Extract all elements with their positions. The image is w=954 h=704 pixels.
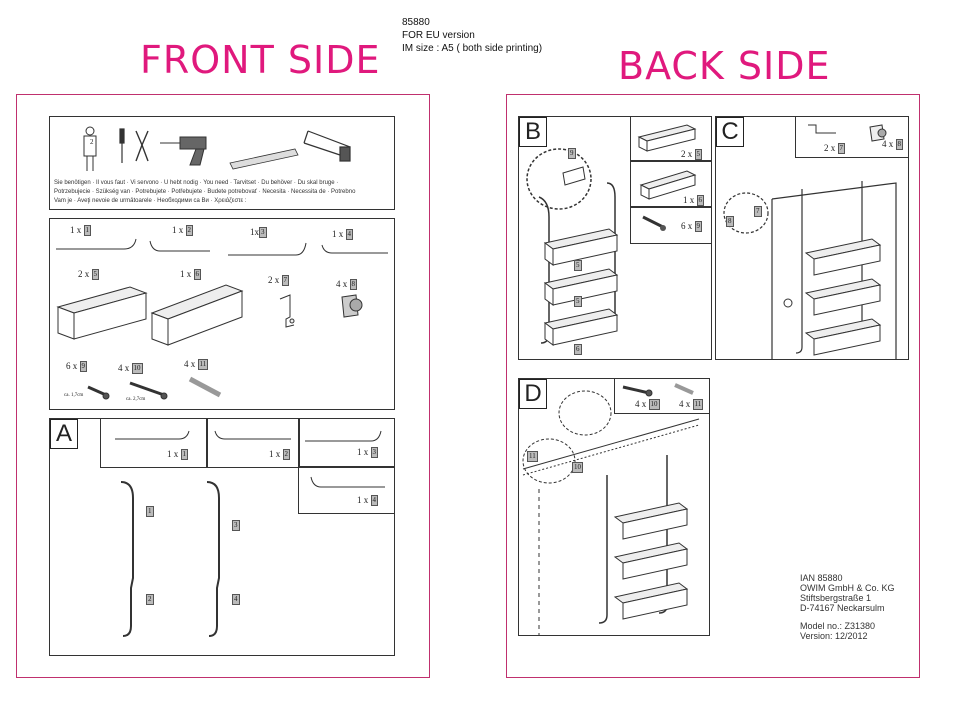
step-c-letter: C [716, 117, 744, 147]
part-label-6: 1 x 6 [180, 269, 201, 281]
step-b-label-9: 9 [568, 148, 576, 160]
screw-dimension-9: ca. 1,7cm [64, 393, 84, 398]
shelf-part-6 [150, 284, 244, 346]
step-a-label-4: 4 [232, 594, 240, 606]
print-meta: 85880 FOR EU version IM size : A5 ( both… [402, 16, 542, 55]
part-label-10: 4 x 10 [118, 363, 143, 375]
front-sheet [16, 94, 430, 678]
back-side-title: BACK SIDE [618, 44, 831, 88]
pliers-icon [135, 130, 149, 162]
step-d-items: 4 x 10 4 x 11 [614, 378, 710, 414]
step-a-item-1: 1 x 1 [100, 418, 208, 468]
part-label-1: 1 x 1 [70, 225, 91, 237]
screwdriver-icon [119, 128, 125, 163]
step-b-label-5b: 5 [574, 296, 582, 308]
company-city: D-74167 Neckarsulm [800, 603, 885, 613]
step-b-illustration [526, 148, 619, 346]
parts-illustration [56, 238, 388, 400]
person-icon [83, 126, 97, 171]
back-sheet [506, 94, 920, 678]
anchor-part-11 [188, 376, 222, 398]
step-a-item-4: 1 x 4 [298, 466, 395, 514]
step-d-label-11: 11 [527, 451, 538, 463]
eu-version: FOR EU version [402, 30, 475, 41]
step-c-label-7: 7 [754, 206, 762, 218]
screw-part-10 [129, 381, 168, 400]
step-b-item-5: 2 x 5 [630, 116, 712, 162]
step-d-item-10: 4 x 10 [635, 399, 660, 411]
part-label-2: 1 x 2 [172, 225, 193, 237]
step-a-item-3: 1 x 3 [298, 418, 395, 468]
part-label-8: 4 x 8 [336, 279, 357, 291]
rod-part-3 [228, 242, 307, 256]
rod-part-2 [149, 240, 210, 252]
step-b-label-5a: 5 [574, 260, 582, 272]
step-b-label-6: 6 [574, 344, 582, 356]
step-c-illustration [723, 181, 897, 359]
part-label-7: 2 x 7 [268, 275, 289, 287]
step-d-label-10: 10 [572, 462, 583, 474]
rod-part-4 [321, 244, 388, 254]
step-d-letter: D [519, 379, 547, 409]
item-number: 85880 [402, 17, 430, 28]
step-a-item-2: 1 x 2 [206, 418, 300, 468]
tools-required-note: Sie benötigen · Il vous faut · Vi servon… [54, 180, 356, 204]
drill-icon [160, 136, 207, 166]
step-a-label-3: 3 [232, 520, 240, 532]
shelf-part-5 [56, 286, 148, 340]
tools-box-mark: 2 [90, 138, 94, 146]
step-d-box [518, 378, 710, 636]
front-side-title: FRONT SIDE [140, 38, 381, 82]
tools-box: 2 Sie benötigen · Il vous faut · Vi serv… [49, 116, 395, 210]
step-a-assembly [120, 481, 220, 637]
step-a-label-1: 1 [146, 506, 154, 518]
step-c-label-8: 8 [726, 216, 734, 228]
part-label-11: 4 x 11 [184, 359, 209, 371]
part-label-5: 2 x 5 [78, 269, 99, 281]
rod-part-1 [56, 238, 137, 250]
screw-part-9 [87, 385, 110, 400]
model-number: Model no.: Z31380 [800, 621, 876, 631]
step-c-box [715, 116, 909, 360]
step-b-item-6: 1 x 6 [630, 160, 712, 208]
step-d-illustration [522, 390, 700, 635]
step-c-items: 2 x 7 4 x 8 [795, 116, 909, 158]
step-a-label-2: 2 [146, 594, 154, 606]
knob-part-8 [341, 294, 363, 318]
company-street: Stiftsbergstraße 1 [800, 593, 872, 603]
step-d-item-11: 4 x 11 [679, 399, 704, 411]
ian-number: IAN 85880 [800, 573, 843, 583]
part-label-4: 1 x 4 [332, 229, 353, 241]
company-info: IAN 85880 OWIM GmbH & Co. KG Stiftsbergs… [800, 573, 895, 641]
step-c-item-8: 4 x 8 [882, 139, 903, 151]
step-b-letter: B [519, 117, 547, 147]
version-date: Version: 12/2012 [800, 631, 868, 641]
step-a-letter: A [50, 419, 78, 449]
im-size: IM size : A5 ( both side printing) [402, 43, 543, 54]
step-c-item-7: 2 x 7 [824, 143, 845, 155]
bracket-part-7 [279, 294, 295, 328]
hacksaw-icon [303, 130, 351, 162]
screw-dimension-10: ca. 2,7cm [126, 397, 146, 402]
tools-illustration [83, 126, 351, 171]
step-b-item-9: 6 x 9 [630, 206, 712, 244]
company-name: OWIM GmbH & Co. KG [800, 583, 895, 593]
ruler-icon [229, 148, 299, 170]
part-label-9: 6 x 9 [66, 361, 87, 373]
